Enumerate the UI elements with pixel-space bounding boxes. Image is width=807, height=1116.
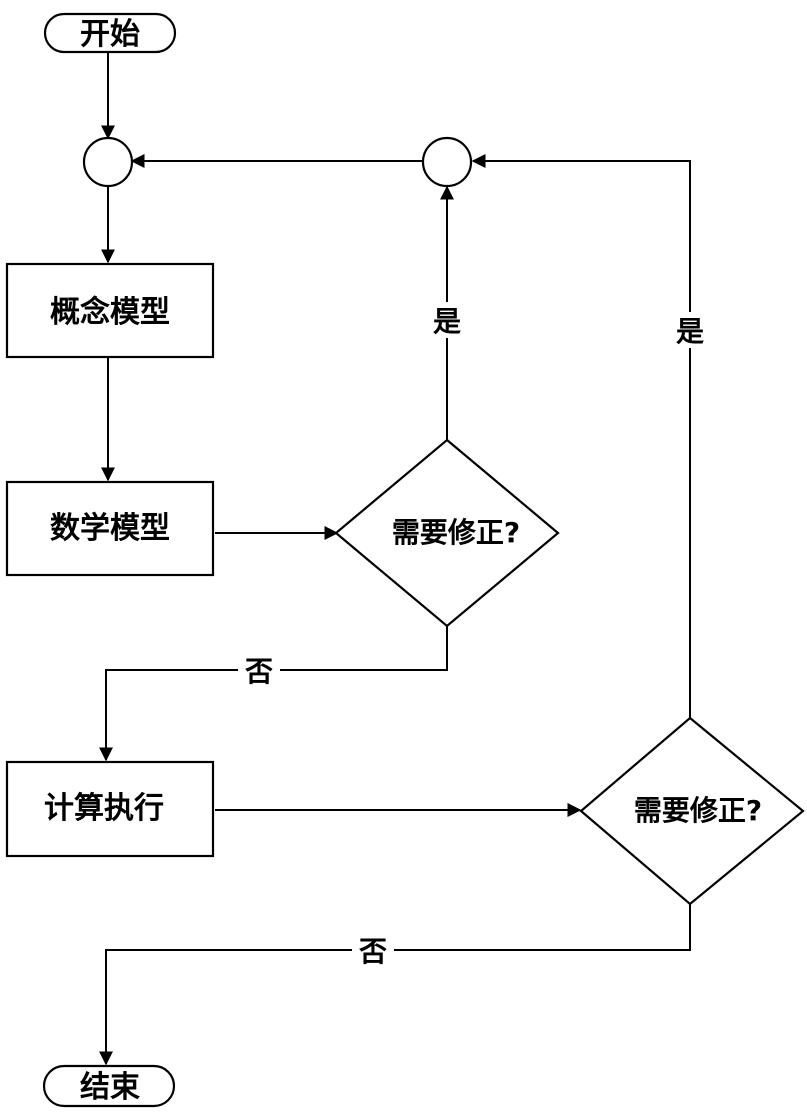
compute-label: 计算执行 — [44, 791, 164, 826]
start-node: 开始 — [43, 12, 177, 54]
math-model-label: 数学模型 — [50, 511, 170, 546]
decision-2-node: 需要修正? — [579, 716, 805, 906]
edge-decision2-no — [99, 904, 691, 1066]
decision-2-label: 需要修正? — [634, 794, 762, 827]
compute-node: 计算执行 — [5, 760, 215, 858]
concept-model-node: 概念模型 — [5, 262, 215, 359]
edge-label-no-2: 否 — [359, 935, 387, 968]
math-model-node: 数学模型 — [5, 480, 215, 577]
edge-decision1-no — [99, 626, 448, 762]
edge-label-no-1: 否 — [245, 655, 273, 688]
edge-label-yes-1: 是 — [433, 305, 461, 338]
concept-model-label: 概念模型 — [50, 295, 170, 330]
merge-connector-2 — [421, 136, 473, 188]
end-node: 结束 — [42, 1064, 176, 1108]
merge-connector-1 — [82, 136, 134, 188]
decision-1-node: 需要修正? — [334, 438, 560, 628]
edge-decision2-yes — [471, 154, 691, 718]
decision-1-label: 需要修正? — [392, 516, 520, 549]
edge-label-yes-2: 是 — [676, 315, 704, 348]
start-label: 开始 — [80, 17, 140, 52]
end-label: 结束 — [80, 1070, 140, 1105]
